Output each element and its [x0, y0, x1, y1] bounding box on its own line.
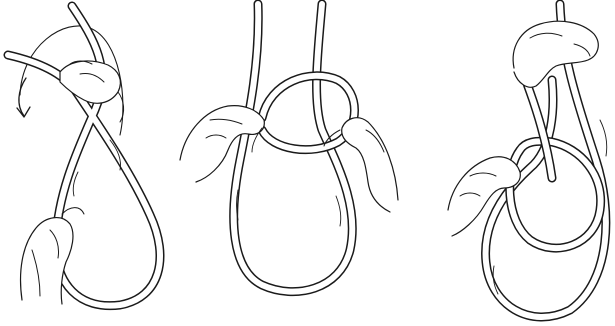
curved-arrow-icon [19, 78, 26, 116]
hand-left-panel-2 [180, 106, 264, 182]
hand-upper-panel-3 [513, 21, 598, 87]
arrow-head [17, 107, 30, 117]
rope-panel-2 [234, 4, 355, 292]
panel-step-1 [8, 6, 160, 306]
panel-step-3 [448, 4, 607, 317]
panel-step-2 [180, 4, 398, 292]
